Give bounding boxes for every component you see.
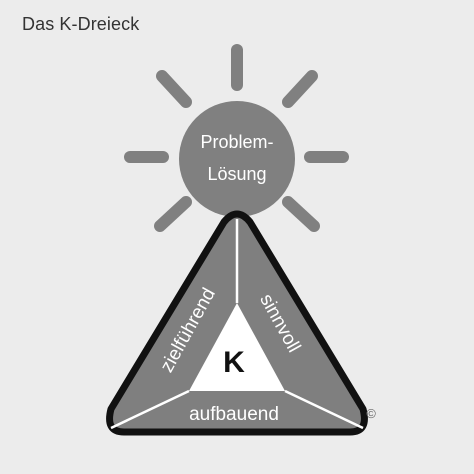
divider-bottom-right <box>284 389 364 430</box>
copyright-mark: © <box>366 406 376 421</box>
sun-label-line2: Lösung <box>207 164 266 184</box>
sun-ray-top-left <box>156 70 192 108</box>
sun-ray-bottom-right <box>282 196 320 232</box>
sun-ray-top-right <box>282 70 318 108</box>
sun-disc <box>179 101 295 217</box>
triangle-dividers <box>110 219 364 430</box>
page-title: Das K-Dreieck <box>22 14 140 34</box>
sun-ray-bottom-left <box>154 196 192 232</box>
divider-bottom-left <box>110 389 190 430</box>
side-label-bottom: aufbauend <box>189 404 279 425</box>
sun-label-line1: Problem- <box>200 132 273 152</box>
center-triangle <box>189 303 285 391</box>
sun-rays <box>124 44 349 232</box>
center-letter: K <box>223 346 245 379</box>
